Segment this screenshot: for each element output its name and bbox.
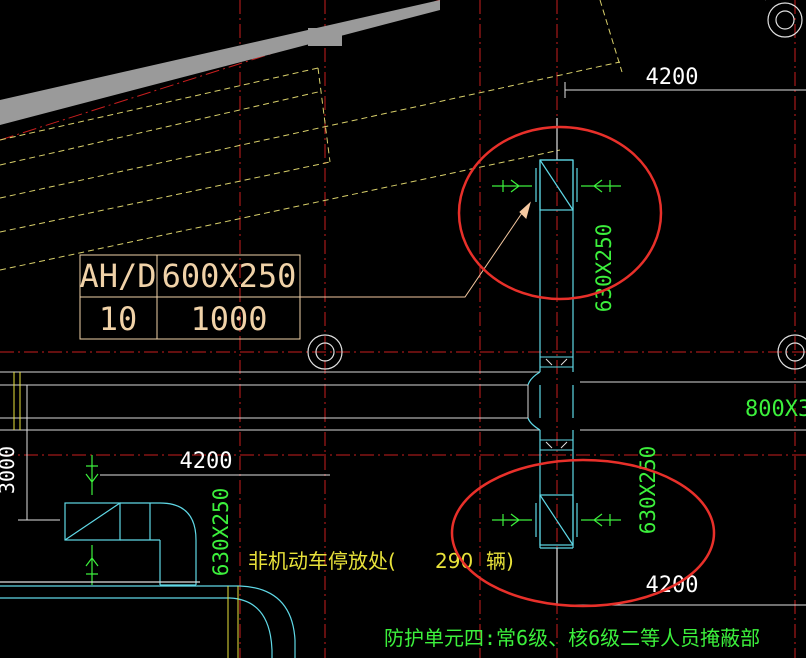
protection-unit-label: 防护单元四:常6级、核6级二等人员掩蔽部: [384, 626, 760, 650]
wall-lines: [0, 0, 806, 431]
duct-size-lower: 630X250: [636, 446, 660, 535]
parking-label-prefix: 非机动车停放处(: [248, 549, 396, 573]
highlight-circle-upper: [457, 125, 663, 301]
ramp-block: [308, 28, 342, 46]
tag-row2-right: 1000: [190, 300, 267, 338]
tag-row1-right: 600X250: [162, 257, 297, 295]
column-marker-icon: [307, 2, 806, 370]
damper-icon: [539, 356, 574, 451]
ramp-dashed-edges: [0, 0, 623, 271]
dim-vertical-left: 3000: [0, 446, 19, 494]
dim-top-right: 4200: [646, 65, 699, 90]
tag-row2-left: 10: [99, 300, 138, 338]
leader-arrowhead: [519, 201, 531, 219]
equipment-tag: [79, 201, 531, 340]
tag-row1-left: AH/D: [79, 257, 156, 295]
parking-label-suffix: 辆): [486, 549, 514, 573]
highlight-circles: [450, 125, 716, 608]
sloped-ramp: [0, 0, 440, 125]
highlight-circle-lower: [450, 458, 716, 608]
airflow-arrows: [85, 179, 621, 585]
duct-size-right-edge: 800X3: [745, 397, 806, 422]
parking-label-count: 290: [435, 549, 473, 573]
dim-middle-left: 4200: [180, 449, 233, 474]
supply-diffuser-icon: [535, 159, 578, 546]
duct-size-left: 630X250: [209, 488, 233, 577]
yellow-partitions: [13, 372, 239, 658]
duct-size-upper: 630X250: [592, 224, 616, 313]
left-duct: [0, 502, 296, 658]
